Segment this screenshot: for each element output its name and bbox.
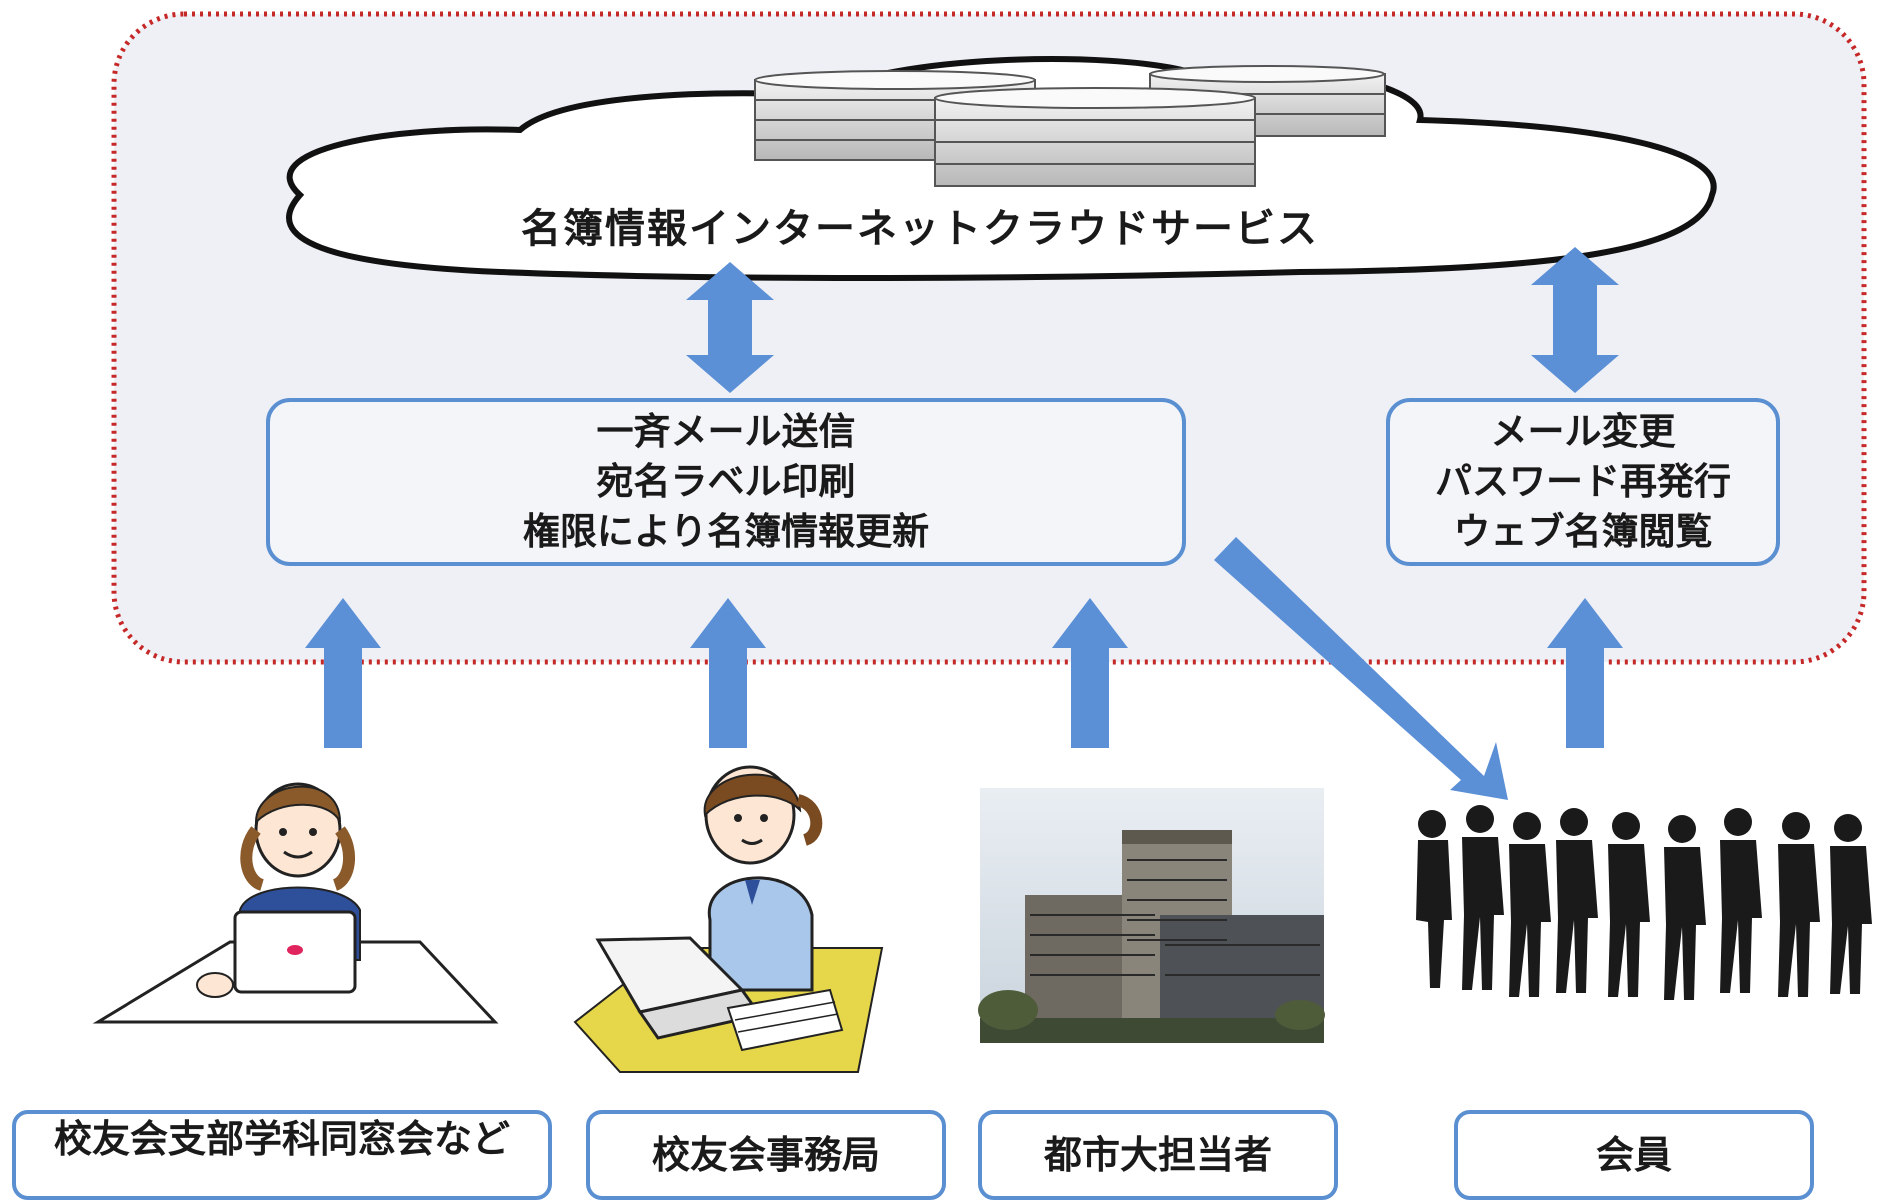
member-feature-line: メール変更 <box>1490 410 1676 453</box>
office-worker-illustration <box>573 765 884 1073</box>
university-building-photo <box>978 788 1325 1043</box>
admin-features-box: 一斉メール送信 宛名ラベル印刷 権限により名簿情報更新 <box>266 398 1186 566</box>
server-stack-icon <box>754 65 1386 187</box>
admin-feature-line: 宛名ラベル印刷 <box>596 460 856 503</box>
arrow-cloud-admin <box>686 262 774 393</box>
arrow-cloud-member <box>1531 247 1619 393</box>
admin-feature-line: 権限により名簿情報更新 <box>522 510 930 553</box>
student-laptop-illustration <box>92 782 499 1024</box>
role-alumni-groups: 校友会支部学科同窓会など <box>12 1110 552 1200</box>
cloud-service-title: 名簿情報インターネットクラウドサービス <box>521 206 1319 252</box>
member-feature-line: パスワード再発行 <box>1435 460 1731 503</box>
role-members: 会員 <box>1454 1110 1814 1200</box>
member-feature-line: ウェブ名簿閲覧 <box>1453 510 1713 553</box>
arrow-up-office <box>690 598 766 748</box>
admin-feature-line: 一斉メール送信 <box>596 410 856 453</box>
arrow-up-alumni-groups <box>305 598 381 748</box>
arrow-up-staff <box>1052 598 1128 748</box>
member-features-box: メール変更 パスワード再発行 ウェブ名簿閲覧 <box>1386 398 1780 566</box>
arrow-up-members <box>1547 598 1623 748</box>
arrow-admin-to-members <box>1214 537 1508 800</box>
member-silhouettes <box>1416 805 1872 1000</box>
role-alumni-office: 校友会事務局 <box>586 1110 946 1200</box>
role-university-staff: 都市大担当者 <box>978 1110 1338 1200</box>
